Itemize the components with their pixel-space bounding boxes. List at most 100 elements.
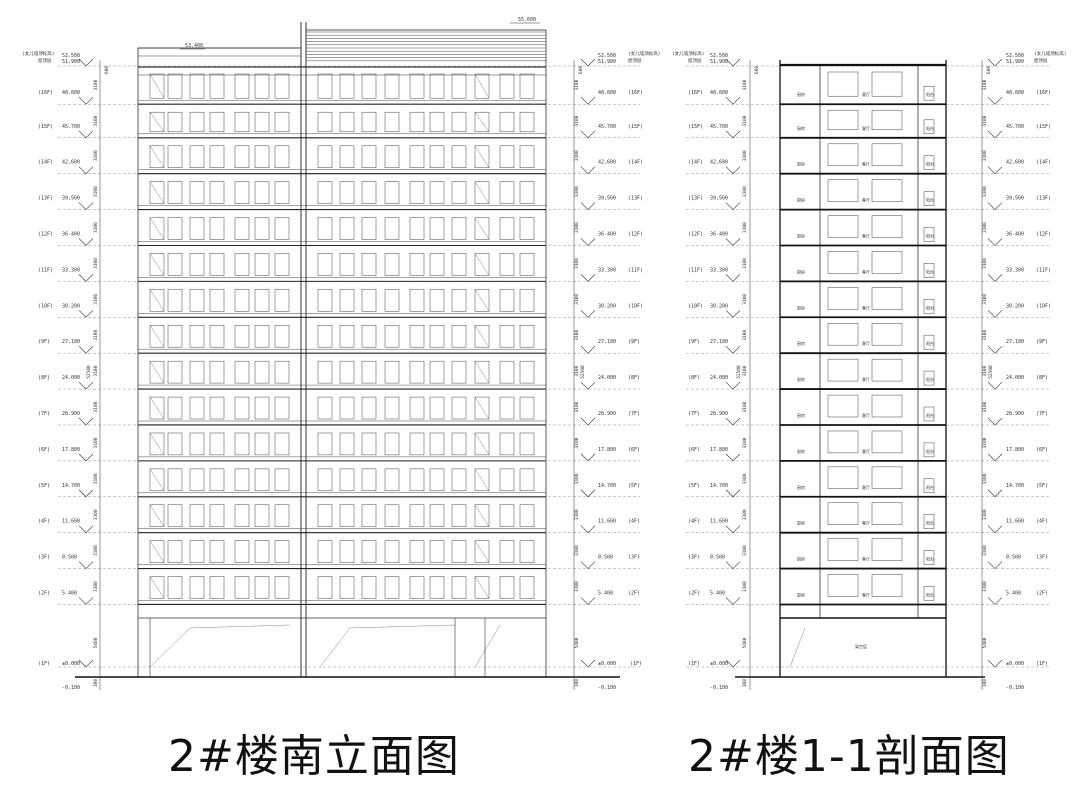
section-balcony-rail [923,191,935,206]
floor-level-left: 14.700 [62,483,80,489]
total-dim-right: 52500 [580,365,586,379]
section-level-mark-left [725,274,741,282]
section-floor-label-left: (3F) [688,555,700,561]
window-diagonal [474,396,490,420]
section-floor-label-right: (4F) [1036,519,1048,525]
window-panel [451,396,467,420]
section-floor-label-right: (8F) [1036,375,1048,381]
level-mark-right [580,659,596,668]
window-panel [429,289,445,312]
window-panel [361,111,377,133]
total-dim-left: 52500 [86,365,92,379]
section-level-mark-left [725,238,741,246]
window-panel [254,432,270,456]
section-ground-floor-right: (1F) [1036,661,1048,667]
window-diagonal [149,253,165,276]
window-panel [451,504,467,527]
section-floor-dim-right: 3100 [982,294,988,305]
section-door-panel [871,430,903,454]
window-panel [167,360,183,384]
window-panel [254,253,270,276]
floor-label-right: (9F) [628,339,640,345]
level-mark-left [78,489,94,498]
section-floor-dim-left: 3100 [742,509,748,520]
window-panel [254,396,270,420]
section-floor-label-left: (10F) [688,303,703,309]
window-panel [361,540,377,563]
section-door-panel [827,143,859,166]
floor-dim-left: 3100 [93,401,99,412]
floor-dim-right: 3100 [574,150,580,161]
window-panel [274,576,290,599]
window-panel [254,73,270,99]
window-panel [409,289,425,312]
floor-dim-right: 3100 [574,186,580,197]
window-panel [474,396,490,420]
section-level-mark-left [725,58,741,67]
floor-level-right: 20.900 [598,411,616,417]
floor-dim-right: 3100 [574,545,580,556]
window-diagonal [149,289,165,312]
base-level-right: -0.100 [598,685,616,691]
level-mark-right [580,130,596,139]
section-floor-label-left: (2F) [688,590,700,596]
section-room-balcony: 阳台 [926,556,934,562]
floor-dim-right: 3100 [574,115,580,126]
window-panel [519,325,535,348]
section-door-panel [871,215,903,238]
section-balcony-rail [923,442,935,458]
section-floor-dim-left: 3100 [742,222,748,233]
window-panel [149,73,165,99]
section-door-panel [871,251,903,274]
window-diagonal [149,576,165,599]
window-diagonal [474,504,490,527]
floor-label-right: (11F) [628,267,643,273]
window-panel [499,504,515,527]
window-panel [519,504,535,527]
section-door-panel [871,574,903,597]
section-floor-dim-right: 3100 [982,79,988,90]
window-panel [474,289,490,312]
section-room-living: 客厅 [862,556,870,562]
window-panel [209,181,225,204]
ground-floor-right: (1F) [630,661,642,667]
window-panel [149,145,165,168]
window-panel [384,217,400,240]
window-panel [339,145,355,168]
window-panel [209,253,225,276]
level-mark-right [580,202,596,211]
section-floor-dim-right: 3100 [982,150,988,161]
window-panel [474,468,490,492]
roof-level2-left: 51.900 [62,59,80,65]
section-room-kitchen: 厨房 [797,412,805,418]
section-level-mark-right [987,130,1003,139]
section-room-kitchen: 厨房 [797,91,805,97]
window-panel [339,111,355,133]
section-floor-dim-left: 3100 [742,545,748,556]
floor-label-right: (16F) [628,90,643,96]
section-top-dim-left: 600 [754,66,760,74]
window-panel [317,111,333,133]
floor-level-right: 39.500 [598,196,616,202]
floor-label-right: (8F) [628,375,640,381]
window-panel [499,145,515,168]
window-panel [317,576,333,599]
section-room-podium: 架空层 [855,643,867,649]
section-floor-level-left: 39.500 [710,196,728,202]
section-room-living: 客厅 [862,520,870,526]
window-diagonal [474,576,490,599]
window-panel [149,217,165,240]
window-panel [339,504,355,527]
floor-dim-right: 3100 [574,79,580,90]
window-panel [519,73,535,99]
section-floor-label-right: (11F) [1036,267,1051,273]
window-panel [167,253,183,276]
section-floor-level-right: 45.700 [1006,124,1024,130]
section-floor-level-right: 42.600 [1006,160,1024,166]
window-panel [254,289,270,312]
section-level-mark-right [987,597,1003,605]
section-room-living: 客厅 [862,197,870,203]
section-roof-level-right: 52.500 [1006,53,1024,59]
section-level-mark-right [987,166,1003,175]
